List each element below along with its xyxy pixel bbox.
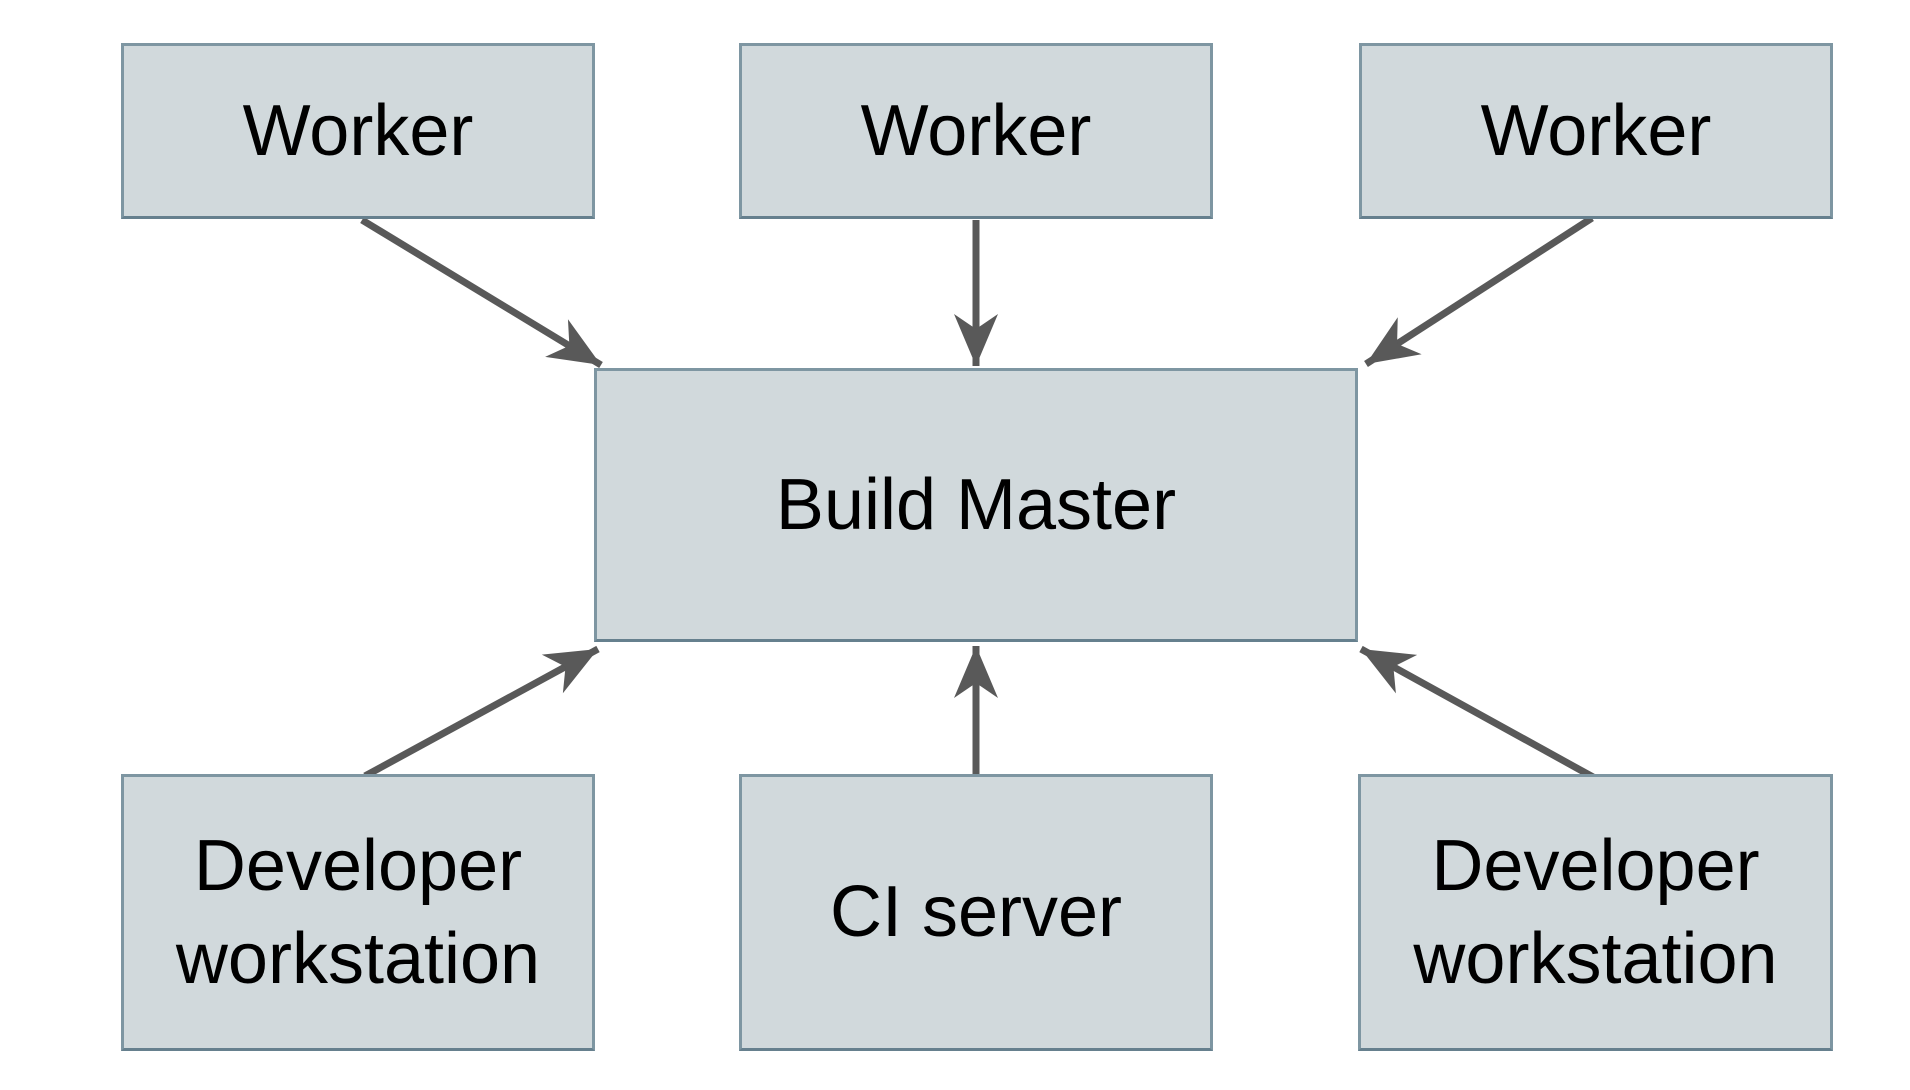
node-build-master-label: Build Master [775, 464, 1177, 545]
arrow-worker1-to-buildmaster [360, 217, 603, 368]
node-worker-2: Worker [739, 43, 1213, 219]
node-worker-2-label: Worker [860, 90, 1092, 171]
node-worker-1-label: Worker [242, 90, 474, 171]
node-worker-1: Worker [121, 43, 595, 219]
node-ci-server: CI server [739, 774, 1213, 1051]
node-build-master: Build Master [594, 368, 1358, 642]
node-developer-workstation-2-label: Developer workstation [1413, 826, 1778, 999]
node-worker-3-label: Worker [1480, 90, 1712, 171]
node-developer-workstation-2: Developer workstation [1358, 774, 1833, 1051]
arrow-devworkstation1-to-buildmaster [363, 645, 600, 780]
arrow-devworkstation2-to-buildmaster [1359, 645, 1595, 781]
node-developer-workstation-1-label: Developer workstation [175, 826, 541, 999]
node-developer-workstation-1: Developer workstation [121, 774, 595, 1051]
node-worker-3: Worker [1359, 43, 1833, 219]
node-ci-server-label: CI server [829, 872, 1123, 953]
arrow-worker3-to-buildmaster [1364, 215, 1594, 367]
